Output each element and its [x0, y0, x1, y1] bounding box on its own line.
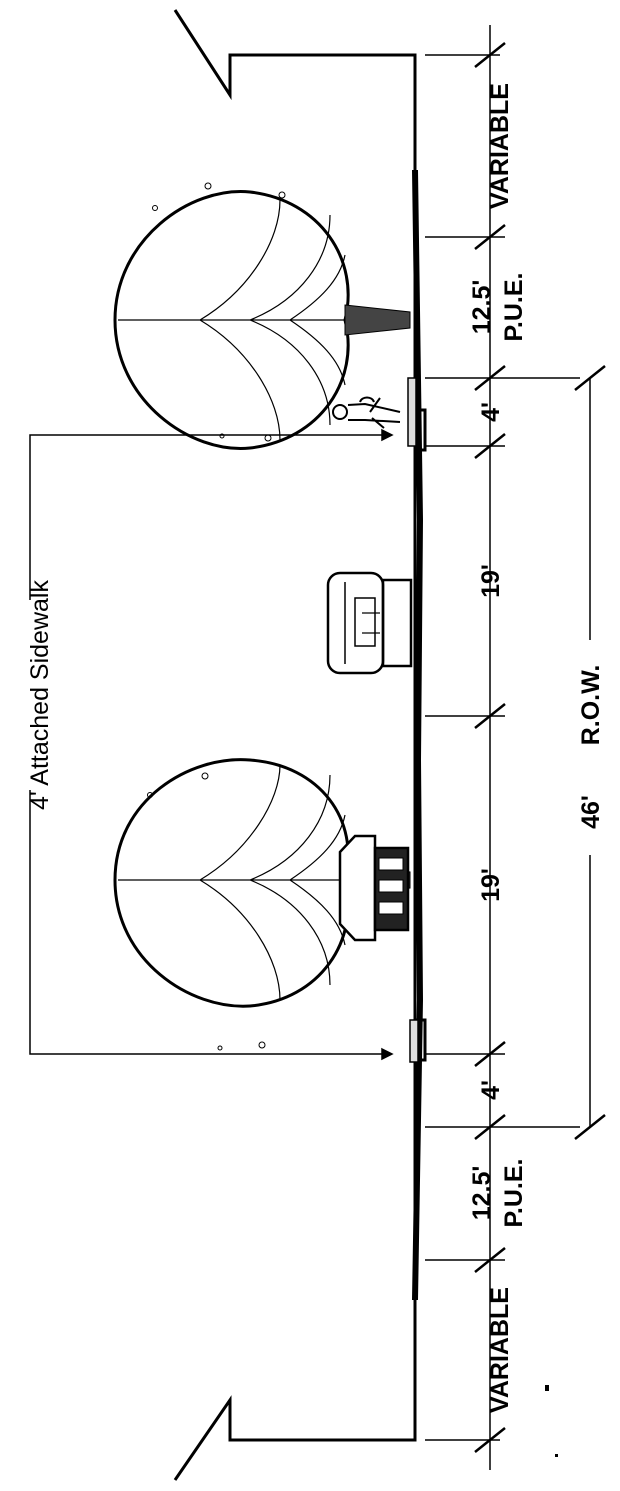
row-label-group: 46' R.O.W.: [577, 640, 613, 855]
label-row: R.O.W.: [577, 665, 605, 746]
label-walk-top: 4': [477, 402, 505, 422]
dimension-labels: VARIABLE 12.5' P.U.E. 4' 19' 19' 4' 12.5…: [468, 83, 613, 1413]
label-pue-bottom: P.U.E.: [500, 1158, 528, 1227]
sidewalk-blocks: [407, 377, 419, 1063]
label-row-value: 46': [577, 795, 605, 829]
label-pue-top-value: 12.5': [468, 280, 496, 335]
dimension-lines: [425, 25, 606, 1470]
vehicle-lower: [338, 834, 410, 942]
scan-specks: [545, 1385, 558, 1457]
label-walk-bottom: 4': [477, 1080, 505, 1100]
ground-profile: [173, 9, 427, 1481]
label-lane-lower: 19': [477, 868, 505, 902]
pedestrian: [332, 396, 401, 429]
label-variable-bottom: VARIABLE: [486, 1287, 514, 1413]
tree-upper: [113, 182, 411, 450]
vehicle-upper: [326, 571, 413, 675]
label-lane-upper: 19': [477, 564, 505, 598]
label-pue-top: P.U.E.: [500, 272, 528, 341]
sidewalk-callout-label: 4' Attached Sidewalk: [26, 580, 54, 810]
label-pue-bottom-value: 12.5': [468, 1166, 496, 1221]
label-variable-top: VARIABLE: [486, 83, 514, 209]
sidewalk-callout: [29, 428, 394, 1061]
